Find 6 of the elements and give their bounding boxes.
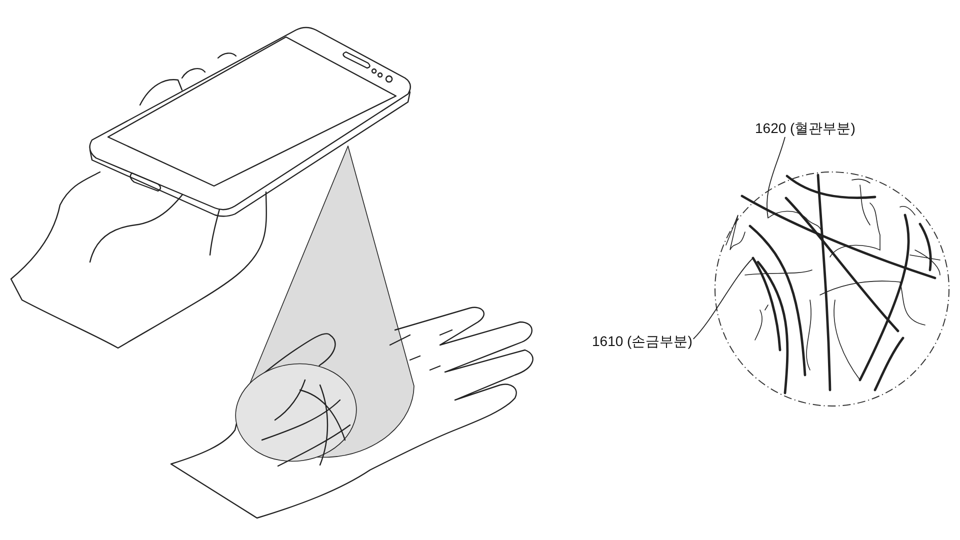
leader-line xyxy=(692,258,754,340)
callout-label: 1610 (손금부분) xyxy=(592,333,692,349)
leader-line xyxy=(766,136,786,218)
palm-crease-line xyxy=(752,256,782,352)
callout-label: 1620 (혈관부분) xyxy=(755,120,856,136)
blood-vessel-line xyxy=(768,210,822,232)
